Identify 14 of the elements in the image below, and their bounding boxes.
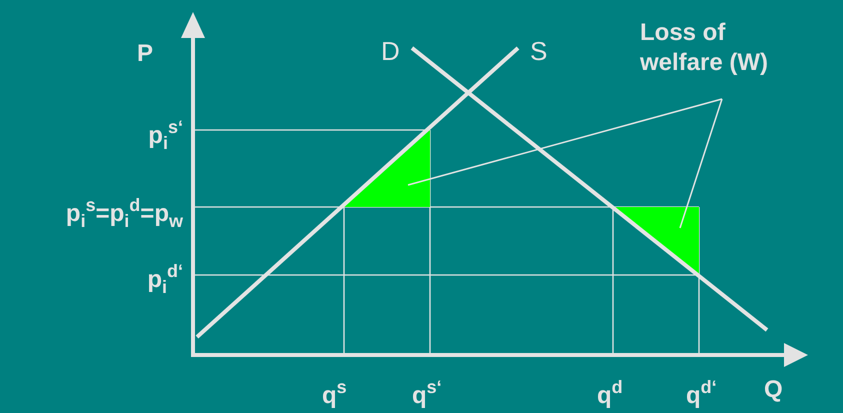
price-label: p$_{i}$$^{s}$=p$_{i}$$^{d}$=p$_{w}$ [66,196,183,230]
quantity-label: q$^{d}$ [597,378,623,408]
welfare-loss-triangle [344,130,430,207]
curve-label: S [530,38,548,64]
axis-label: P [137,42,154,66]
axis-label: Q [764,378,783,402]
quantity-label: q$^{d‘}$ [686,378,717,408]
quantity-label: q$^{s}$ [322,378,347,408]
quantity-label: q$^{s‘}$ [412,378,442,408]
curve-label: D [381,38,400,64]
leader-line [679,98,723,228]
leader-line [408,98,722,186]
welfare-loss-triangle [613,207,699,275]
callout-text: Loss of welfare (W) [640,18,770,78]
